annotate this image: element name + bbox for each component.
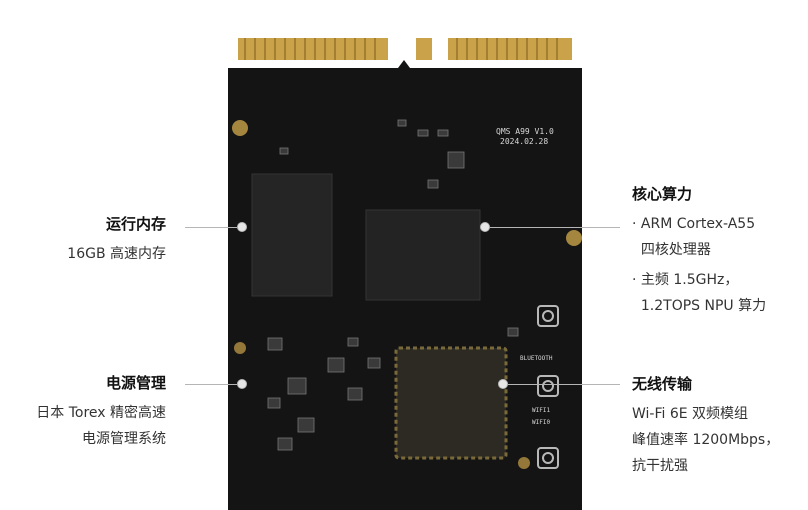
compute-line-1: · ARM Cortex-A55 [632, 216, 756, 232]
compute-leader-line [490, 227, 620, 228]
silkscreen-date: 2024.02.28 [500, 137, 548, 146]
antenna-connectors [537, 305, 559, 469]
soc-chip [365, 209, 481, 301]
pcb-board-image: QMS A99 V1.0 2024.02.28 BLUETOOTH WIFI1 … [228, 38, 582, 510]
compute-marker-dot [480, 222, 490, 232]
silkscreen-model: QMS A99 V1.0 [496, 127, 554, 136]
wireless-line-2: 峰值速率 1200Mbps， [632, 432, 780, 448]
wireless-line-3: 抗干扰强 [632, 458, 688, 474]
memory-callout: 运行内存 16GB 高速内存 [67, 214, 166, 264]
compute-title: 核心算力 [632, 185, 693, 203]
compute-callout: 核心算力 · ARM Cortex-A55 四核处理器 · 主频 1.5GHz，… [632, 184, 766, 316]
silkscreen-wifi1: WIFI1 [532, 407, 550, 414]
power-line-1: 日本 Torex 精密高速 [36, 405, 166, 421]
wireless-leader-line [508, 384, 620, 385]
wifi-module [394, 346, 508, 460]
silkscreen-wifi0: WIFI0 [532, 419, 550, 426]
memory-chip [251, 173, 333, 297]
power-leader-line [185, 384, 237, 385]
memory-line-1: 16GB 高速内存 [67, 246, 166, 262]
silkscreen-bluetooth: BLUETOOTH [520, 355, 553, 362]
compute-line-2: 四核处理器 [632, 242, 711, 258]
wireless-callout: 无线传输 Wi-Fi 6E 双频模组 峰值速率 1200Mbps， 抗干扰强 [632, 374, 779, 476]
power-callout: 电源管理 日本 Torex 精密高速 电源管理系统 [36, 373, 166, 449]
memory-leader-line [185, 227, 237, 228]
wireless-marker-dot [498, 379, 508, 389]
compute-line-3: · 主频 1.5GHz， [632, 272, 739, 288]
power-line-2: 电源管理系统 [82, 431, 166, 447]
power-title: 电源管理 [105, 374, 166, 392]
memory-marker-dot [237, 222, 247, 232]
gold-edge-connector [238, 38, 572, 60]
power-marker-dot [237, 379, 247, 389]
wireless-title: 无线传输 [632, 375, 693, 393]
wireless-line-1: Wi-Fi 6E 双频模组 [632, 406, 749, 422]
memory-title: 运行内存 [105, 215, 166, 233]
compute-line-4: 1.2TOPS NPU 算力 [632, 298, 767, 314]
